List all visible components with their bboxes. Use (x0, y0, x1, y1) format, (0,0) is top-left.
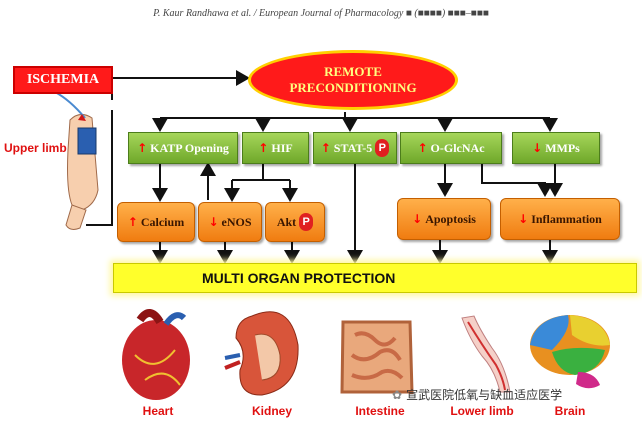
o-glcnac-label: O-GlcNAc (430, 140, 485, 155)
katp-opening-box: ↑ KATP Opening (128, 132, 238, 164)
calcium-label: Calcium (140, 214, 185, 229)
intestine-illustration (340, 320, 414, 394)
organ-label-kidney: Kidney (251, 404, 292, 418)
upper-limb-label: Upper limb (4, 141, 67, 155)
watermark-text: 宣武医院低氧与缺血适应医学 (406, 388, 563, 402)
hif-box: ↑ HIF (242, 132, 309, 164)
multi-organ-protection-label: MULTI ORGAN PROTECTION (202, 270, 396, 286)
enos-box: ↓ eNOS (198, 202, 262, 242)
down-arrow-icon: ↓ (412, 212, 423, 226)
journal-header: P. Kaur Randhawa et al. / European Journ… (153, 8, 489, 19)
ischemia-label: ISCHEMIA (26, 72, 100, 87)
wechat-icon: ✿ (392, 388, 403, 402)
up-arrow-icon: ↑ (127, 215, 138, 229)
mmps-label: MMPs (545, 140, 580, 155)
organ-label-heart: Heart (142, 404, 174, 418)
ischemia-box: ISCHEMIA (13, 66, 113, 94)
apoptosis-label: Apoptosis (425, 211, 476, 226)
stat5-label: STAT-5 (333, 140, 373, 155)
upper-limb-illustration (54, 91, 99, 230)
phosphorylation-badge: P (375, 139, 390, 157)
o-glcnac-box: ↑ O-GlcNAc (400, 132, 502, 164)
lower-limb-illustration (461, 315, 511, 393)
multi-organ-protection-box: MULTI ORGAN PROTECTION (113, 263, 637, 293)
mmps-box: ↓ MMPs (512, 132, 600, 164)
inflammation-label: Inflammation (531, 211, 602, 226)
calcium-box: ↑ Calcium (117, 202, 195, 242)
remote-line-1: REMOTE (324, 64, 382, 79)
down-arrow-icon: ↓ (518, 212, 529, 226)
remote-preconditioning-ellipse: REMOTE PRECONDITIONING (248, 50, 458, 110)
up-arrow-icon: ↑ (417, 141, 428, 155)
up-arrow-icon: ↑ (258, 141, 269, 155)
apoptosis-box: ↓ Apoptosis (397, 198, 491, 240)
heart-illustration (122, 309, 190, 400)
phosphorylation-badge: P (299, 213, 314, 231)
stat5-box: ↑ STAT-5 P (313, 132, 397, 164)
hif-label: HIF (271, 140, 293, 155)
remote-line-2: PRECONDITIONING (289, 80, 417, 95)
inflammation-box: ↓ Inflammation (500, 198, 620, 240)
kidney-illustration (224, 311, 299, 396)
organ-label-lower-limb: Lower limb (450, 404, 514, 418)
akt-label: Akt (276, 214, 297, 229)
organ-label-intestine: Intestine (355, 404, 405, 418)
up-arrow-icon: ↑ (137, 141, 148, 155)
brain-illustration (530, 315, 610, 389)
down-arrow-icon: ↓ (532, 141, 543, 155)
down-arrow-icon: ↓ (208, 215, 219, 229)
watermark: ✿宣武医院低氧与缺血适应医学 (392, 386, 562, 403)
akt-box: Akt P (265, 202, 325, 242)
katp-label: KATP Opening (150, 140, 229, 155)
organ-label-brain: Brain (554, 404, 586, 418)
up-arrow-icon: ↑ (320, 141, 331, 155)
enos-label: eNOS (221, 214, 252, 229)
